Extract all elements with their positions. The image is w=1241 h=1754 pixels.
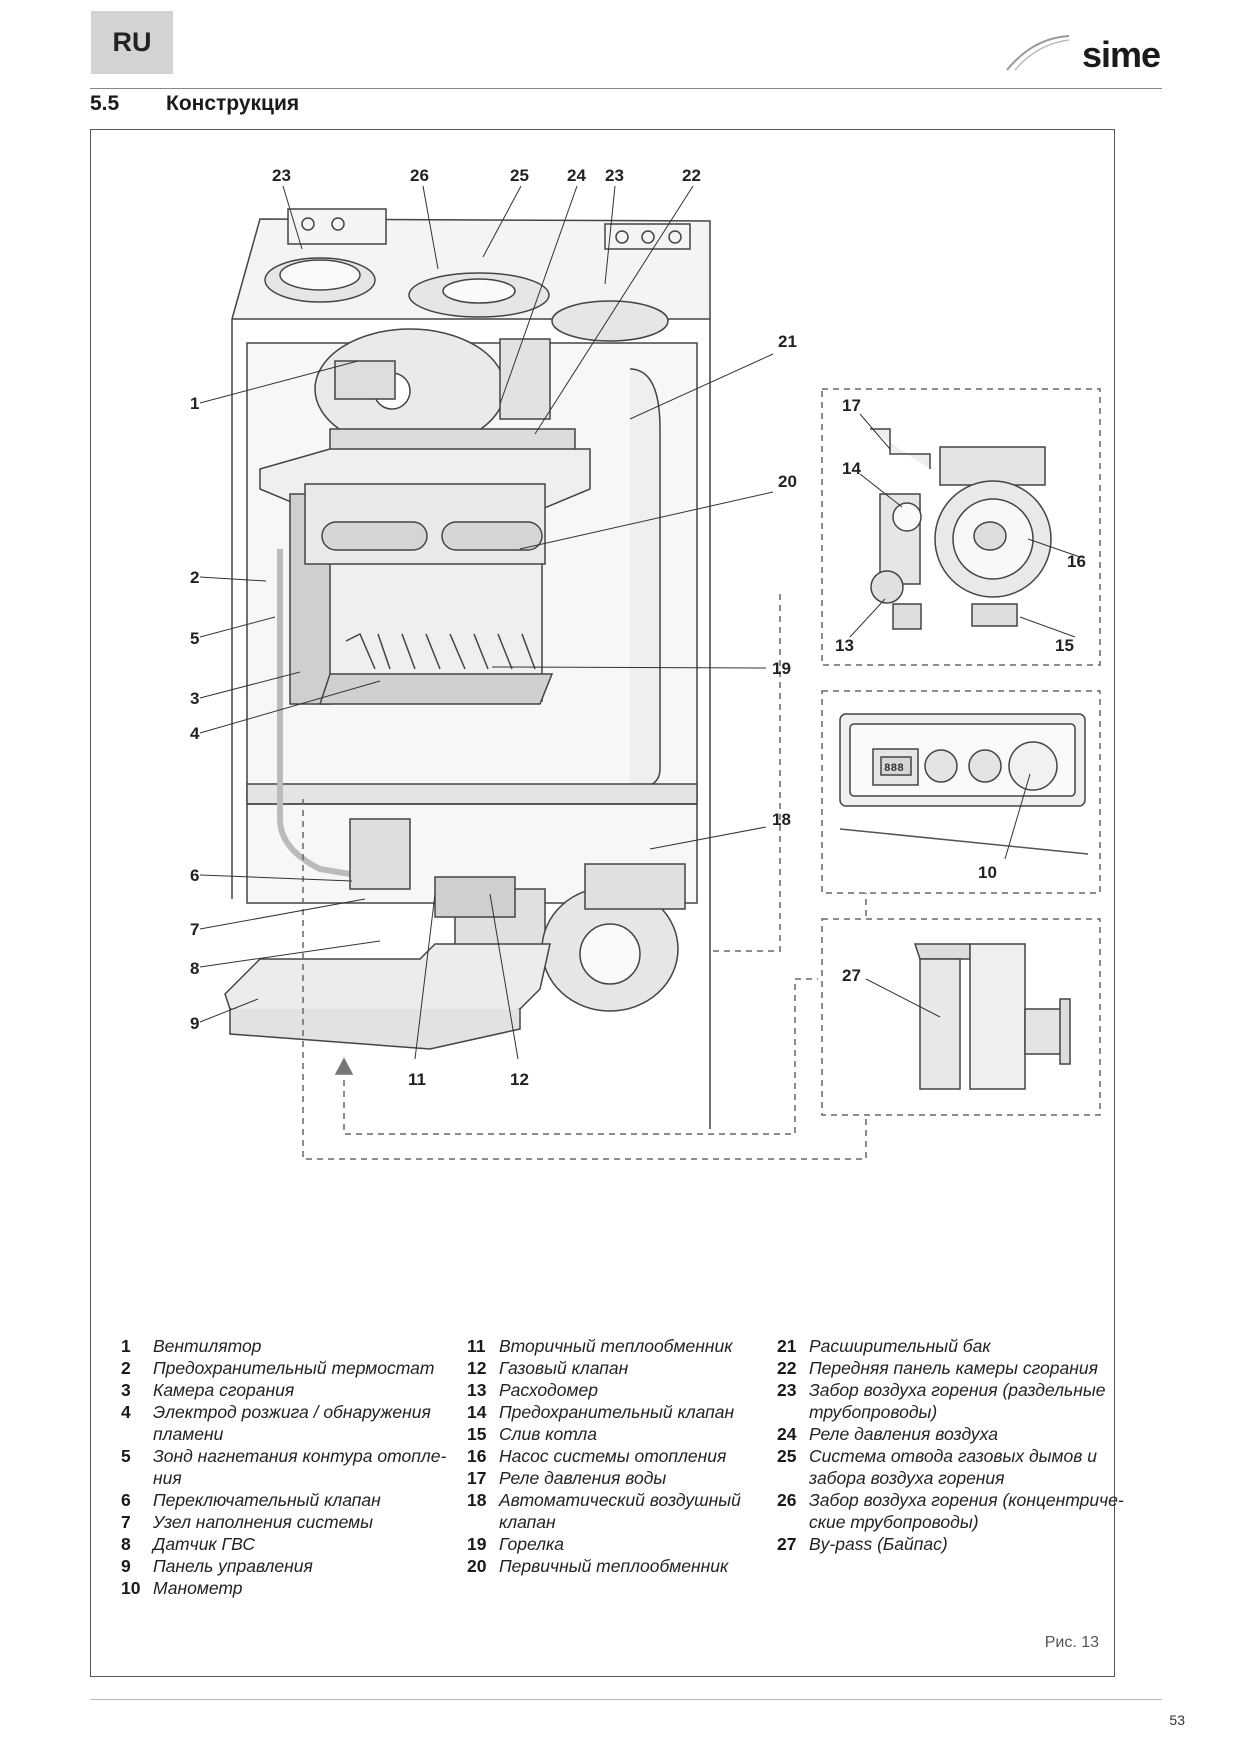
section-title: Конструкция [166, 92, 300, 115]
legend-row: пламени [153, 1424, 224, 1444]
air-intake-cap-right [551, 300, 669, 342]
callout-18: 18 [772, 810, 791, 829]
callout-21: 21 [778, 332, 797, 351]
air-pressure-switch [499, 338, 551, 420]
display-digits: 888 [884, 763, 904, 775]
callout-4: 4 [190, 724, 200, 743]
callout-13: 13 [835, 636, 854, 655]
callout-11: 11 [408, 1070, 426, 1089]
callout-9: 9 [190, 1014, 199, 1033]
callout-23b: 23 [605, 166, 624, 185]
callout-24: 24 [567, 166, 586, 185]
callout-6: 6 [190, 866, 199, 885]
control-knob-2 [968, 749, 1002, 783]
legend-row: ния [153, 1468, 182, 1488]
callout-12: 12 [510, 1070, 529, 1089]
expansion-vessel [629, 368, 661, 790]
figure-label: Рис. 13 [1044, 1634, 1099, 1651]
legend-row: ские трубопроводы) [809, 1512, 979, 1532]
display-window [880, 756, 912, 776]
legend-row: клапан [499, 1512, 556, 1532]
footer-divider [90, 1699, 1162, 1700]
callout-27: 27 [842, 966, 861, 985]
callout-17: 17 [842, 396, 861, 415]
boiler-construction-diagram: 23 26 25 24 23 22 21 1 20 2 5 19 3 4 18 … [190, 166, 1101, 1160]
callout-7: 7 [190, 920, 199, 939]
callout-16: 16 [1067, 552, 1086, 571]
pressure-gauge [1008, 741, 1058, 791]
callout-19: 19 [772, 659, 791, 678]
callout-14: 14 [842, 459, 861, 478]
legend-row: трубопроводы) [809, 1402, 938, 1422]
logo-wordmark: sime [1081, 34, 1161, 75]
callout-15: 15 [1055, 636, 1074, 655]
header-divider [90, 88, 1162, 89]
legend-row: забора воздуха горения [809, 1468, 1005, 1488]
callout-23a: 23 [272, 166, 291, 185]
section-number: 5.5 [90, 92, 120, 115]
callout-25: 25 [510, 166, 529, 185]
figure-frame [90, 129, 1115, 1677]
language-code: RU [112, 27, 152, 57]
callout-22: 22 [682, 166, 701, 185]
flow-pipe-left [277, 549, 351, 877]
control-knob-1 [924, 749, 958, 783]
callout-3: 3 [190, 689, 199, 708]
bypass-body [919, 958, 961, 1090]
arrow-up-marker [334, 1057, 354, 1075]
callout-10: 10 [978, 863, 997, 882]
inset-flowmeter [870, 570, 904, 604]
callout-1: 1 [190, 394, 199, 413]
logo-swoosh-icon [1006, 35, 1070, 71]
callout-2: 2 [190, 568, 199, 587]
sime-logo: sime [1003, 30, 1161, 76]
callout-8: 8 [190, 959, 199, 978]
callout-20: 20 [778, 472, 797, 491]
callout-26: 26 [410, 166, 429, 185]
casing-bottom-tray [246, 783, 698, 805]
language-badge: RU [91, 11, 173, 74]
secondary-heat-exchanger [434, 876, 516, 918]
callout-5: 5 [190, 629, 199, 648]
diverter-valve [349, 818, 411, 890]
page-number: 53 [1169, 1712, 1185, 1728]
